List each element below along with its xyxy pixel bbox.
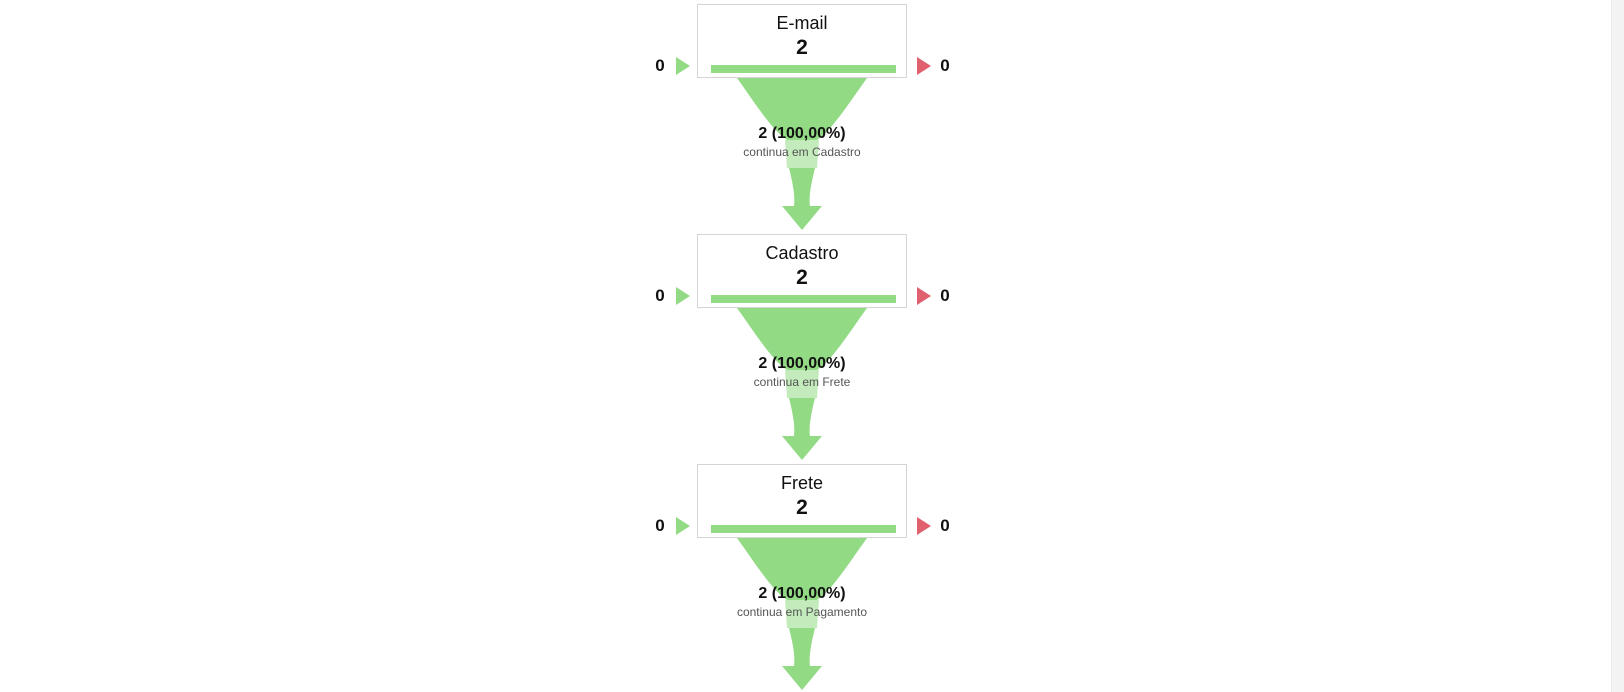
step-bar-fill: [711, 65, 896, 73]
step-count: 2: [796, 36, 808, 59]
scrollbar-track[interactable]: [1611, 0, 1624, 692]
exits-count: 0: [940, 56, 950, 75]
step-count: 2: [796, 266, 808, 289]
step-name: E-mail: [776, 13, 828, 33]
flow-funnel-shape: [737, 308, 867, 460]
funnel-step-box[interactable]: Cadastro 2: [697, 234, 907, 308]
funnel-stage: 0 Cadastro 2 0 2 (100,00%) continua em F…: [0, 230, 1624, 460]
step-bar: [711, 295, 896, 303]
exit-arrow-icon: [917, 517, 931, 535]
flow-funnel-shape: [737, 538, 867, 690]
entry-arrow-icon: [676, 517, 690, 535]
step-name: Frete: [780, 473, 823, 493]
exit-arrow-icon: [917, 57, 931, 75]
step-bar-fill: [711, 525, 896, 533]
exits-count: 0: [940, 286, 950, 305]
funnel-step-box[interactable]: Frete 2: [697, 464, 907, 538]
step-count: 2: [796, 496, 808, 519]
continue-value: 2 (100,00%): [758, 355, 846, 372]
exits-count: 0: [940, 516, 950, 535]
continue-value: 2 (100,00%): [758, 585, 846, 602]
step-bar-fill: [711, 295, 896, 303]
continue-value: 2 (100,00%): [758, 125, 846, 142]
entries-count: 0: [655, 286, 665, 305]
step-bar: [711, 525, 896, 533]
step-bar: [711, 65, 896, 73]
step-name: Cadastro: [765, 243, 839, 263]
continue-label: continua em Pagamento: [736, 605, 868, 619]
continue-label: continua em Frete: [753, 375, 851, 389]
entry-arrow-icon: [676, 57, 690, 75]
funnel-step-box[interactable]: E-mail 2: [697, 4, 907, 78]
continue-label: continua em Cadastro: [743, 145, 861, 159]
exit-arrow-icon: [917, 287, 931, 305]
entries-count: 0: [655, 56, 665, 75]
funnel-stage: 0 E-mail 2 0 2 (100,00%) continua em Cad…: [0, 0, 1624, 230]
funnel-stage: 0 Frete 2 0 2 (100,00%) continua em Paga…: [0, 460, 1624, 690]
entries-count: 0: [655, 516, 665, 535]
flow-funnel-shape: [737, 78, 867, 230]
entry-arrow-icon: [676, 287, 690, 305]
